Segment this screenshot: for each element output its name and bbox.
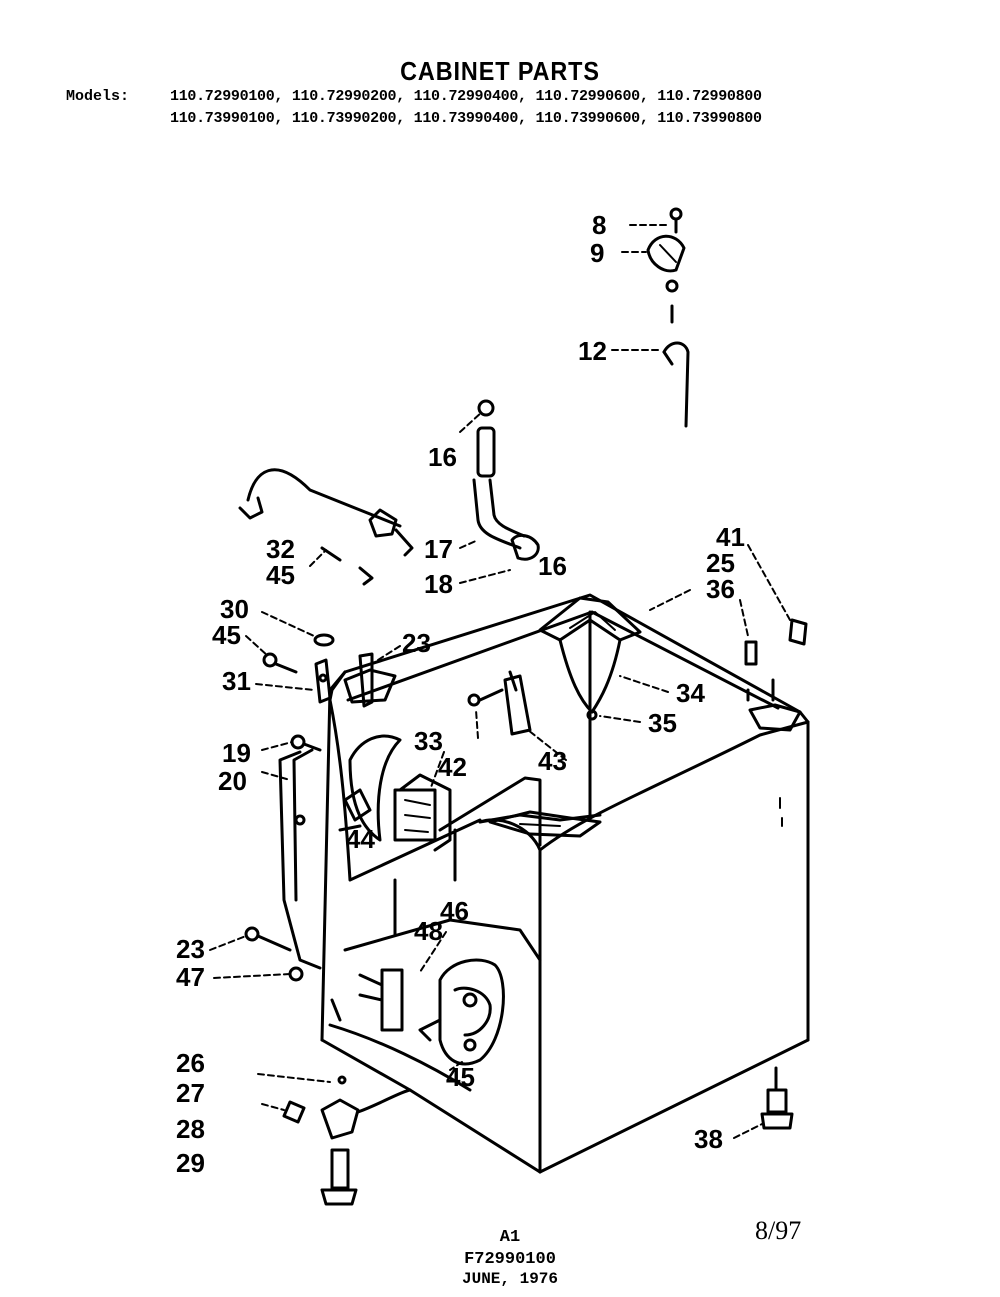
bracket-48: [358, 968, 404, 1032]
part-label-20: 20: [218, 766, 247, 796]
hose-12: [662, 341, 690, 428]
part-label-16-bottom: 16: [538, 551, 567, 581]
pump-assembly-46: [418, 958, 505, 1066]
bolt-36-41: [744, 618, 808, 702]
part-label-9: 9: [590, 238, 604, 268]
leader-lines: [209, 224, 791, 1139]
part-label-48: 48: [414, 916, 443, 946]
clip-23-bottom: [244, 926, 292, 952]
leveling-leg-38: [760, 1066, 794, 1130]
page-title: CABINET PARTS: [400, 56, 600, 86]
part-label-32: 32: [266, 534, 295, 564]
part-label-8: 8: [592, 210, 606, 240]
suspension-rods: [558, 638, 622, 721]
part-label-29: 29: [176, 1148, 205, 1178]
part-labels: 8 9 12 16 16 17 18 32 45 30 45 31 23 41 …: [176, 210, 745, 1178]
strap-20: [278, 748, 322, 970]
part-label-30: 30: [220, 594, 249, 624]
part-label-38: 38: [694, 1124, 723, 1154]
part-label-35: 35: [648, 708, 677, 738]
part-label-16-top: 16: [428, 442, 457, 472]
top-corner-brace-front: [488, 810, 602, 838]
motor-assembly-33: [348, 734, 452, 852]
part-label-46: 46: [440, 896, 469, 926]
footer-figure-id: A1: [499, 1228, 521, 1247]
part-label-26: 26: [176, 1048, 205, 1078]
bracket-31: [314, 658, 332, 704]
part-label-34: 34: [676, 678, 705, 708]
models-line-1: 110.72990100, 110.72990200, 110.72990400…: [170, 88, 762, 105]
part-label-27: 27: [176, 1078, 205, 1108]
switch-44: [338, 788, 372, 832]
hose-16-17: [472, 399, 540, 561]
clip-23-top: [358, 652, 374, 708]
part-label-45-top: 45: [266, 560, 295, 590]
part-label-41: 41: [716, 522, 745, 552]
footer-date: JUNE, 1976: [461, 1270, 558, 1288]
screw-8: [669, 207, 683, 234]
part-label-42: 42: [438, 752, 467, 782]
part-label-12: 12: [578, 336, 607, 366]
part-label-36: 36: [706, 574, 735, 604]
part-label-31: 31: [222, 666, 251, 696]
part-label-19: 19: [222, 738, 251, 768]
models-line-2: 110.73990100, 110.73990200, 110.73990400…: [170, 110, 762, 127]
bracket-43: [503, 670, 532, 736]
grommet-30: [313, 633, 335, 647]
part-label-23-bottom: 23: [176, 934, 205, 964]
leveling-leg-26-29: [282, 1075, 412, 1206]
top-corner-brace-right: [748, 703, 802, 732]
screw-47: [288, 966, 304, 982]
part-label-25: 25: [706, 548, 735, 578]
clip-9: [646, 234, 686, 293]
part-label-44: 44: [346, 824, 375, 854]
part-label-17: 17: [424, 534, 453, 564]
footer-part-code: F72990100: [464, 1250, 556, 1269]
cabinet-body: [320, 593, 810, 1174]
part-label-43: 43: [538, 746, 567, 776]
top-corner-brace-left: [343, 668, 397, 704]
top-corner-brace-rear: [538, 596, 642, 642]
part-label-28: 28: [176, 1114, 205, 1144]
part-label-47: 47: [176, 962, 205, 992]
page-reference: 8/97: [755, 1216, 802, 1245]
part-label-18: 18: [424, 569, 453, 599]
models-label: Models:: [66, 88, 130, 105]
screw-19: [290, 734, 322, 752]
part-label-45-mid: 45: [212, 620, 241, 650]
part-label-23-top: 23: [402, 628, 431, 658]
part-label-33: 33: [414, 726, 443, 756]
screw-42: [467, 688, 504, 707]
screw-45-left: [262, 652, 298, 674]
part-label-45-bottom: 45: [446, 1062, 475, 1092]
